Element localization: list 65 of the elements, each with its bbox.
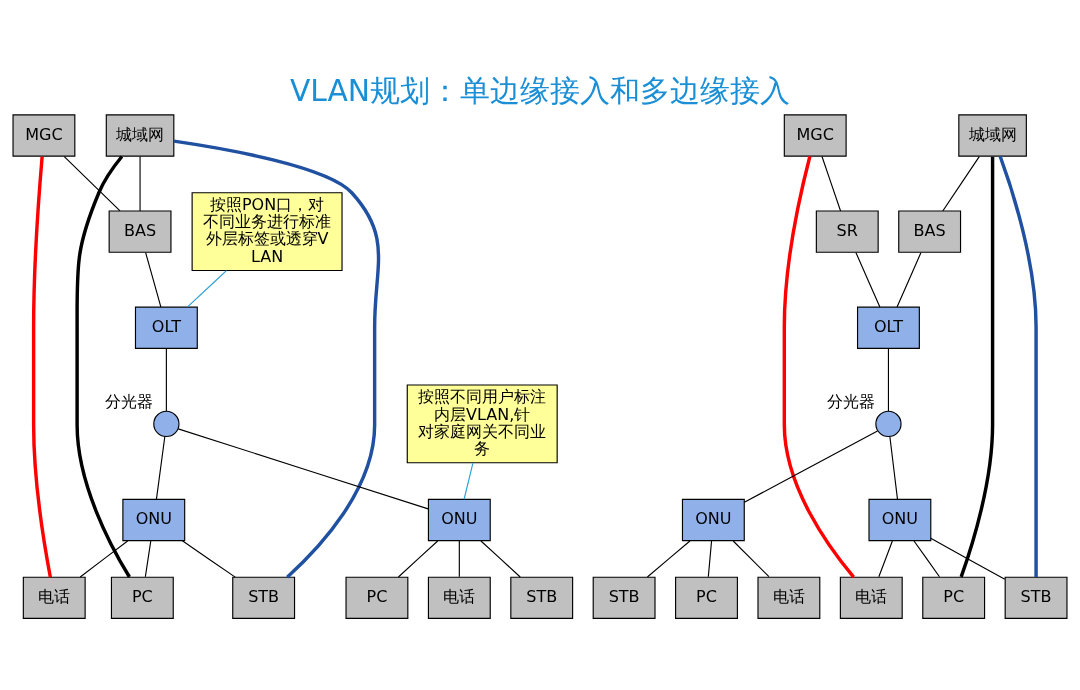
connector bbox=[646, 539, 691, 578]
connector bbox=[732, 539, 770, 577]
node-box: STB bbox=[510, 576, 574, 619]
node-box: BAS bbox=[898, 209, 962, 253]
connector bbox=[165, 347, 167, 412]
connector bbox=[144, 539, 152, 577]
connector bbox=[782, 155, 855, 578]
node-box: ONU bbox=[868, 498, 932, 541]
connector bbox=[177, 427, 429, 509]
connector bbox=[855, 251, 881, 308]
connector bbox=[181, 539, 236, 578]
diagram-title: VLAN规划：单边缘接入和多边缘接入 bbox=[289, 72, 791, 108]
node-box: STB bbox=[1004, 576, 1068, 619]
connector bbox=[743, 429, 879, 503]
connector bbox=[930, 537, 1006, 580]
node-box: STB bbox=[592, 576, 656, 619]
node-box: STB bbox=[232, 576, 296, 619]
node-box: ONU bbox=[122, 498, 186, 541]
connector bbox=[821, 155, 842, 211]
connector bbox=[145, 251, 162, 308]
connector bbox=[397, 539, 439, 578]
connector bbox=[458, 539, 460, 577]
connector bbox=[942, 155, 980, 211]
node-box: 按照不同用户标注内层VLAN,针对家庭网关不同业务 bbox=[406, 383, 558, 463]
node-box: ONU bbox=[427, 498, 491, 541]
connector bbox=[480, 539, 521, 578]
node-box: BAS bbox=[108, 209, 172, 253]
node-box: OLT bbox=[134, 306, 198, 349]
node-circle bbox=[153, 410, 180, 437]
connector bbox=[913, 539, 941, 577]
node-box: ONU bbox=[681, 498, 745, 541]
node-label: 分光器 bbox=[827, 391, 876, 411]
node-box: SR bbox=[815, 209, 879, 253]
node-box: PC bbox=[110, 576, 174, 619]
connector bbox=[187, 269, 227, 307]
connector bbox=[998, 155, 1038, 577]
node-box: PC bbox=[922, 576, 986, 619]
connector bbox=[173, 138, 381, 578]
node-box: 电话 bbox=[427, 576, 491, 619]
connector bbox=[887, 347, 890, 412]
node-box: OLT bbox=[856, 306, 920, 349]
connector bbox=[79, 539, 129, 578]
connector bbox=[707, 539, 713, 577]
node-box: MGC bbox=[12, 113, 76, 157]
connector bbox=[896, 251, 922, 308]
connector bbox=[75, 154, 131, 578]
connector bbox=[63, 155, 121, 211]
connector bbox=[155, 435, 166, 500]
connector bbox=[889, 435, 899, 500]
node-box: 电话 bbox=[22, 576, 86, 619]
node-box: 电话 bbox=[839, 576, 903, 619]
connector bbox=[878, 539, 893, 577]
node-box: 城域网 bbox=[958, 113, 1027, 157]
connector bbox=[139, 155, 141, 211]
connector bbox=[463, 462, 474, 500]
node-box: 按照PON口，对不同业务进行标准外层标签或透穿VLAN bbox=[191, 191, 343, 271]
node-box: PC bbox=[675, 576, 738, 619]
node-box: 城域网 bbox=[105, 113, 175, 157]
node-box: 电话 bbox=[757, 576, 821, 619]
node-box: MGC bbox=[783, 113, 847, 157]
connector bbox=[31, 155, 53, 577]
node-box: PC bbox=[345, 576, 409, 619]
node-label: 分光器 bbox=[105, 391, 154, 411]
node-circle bbox=[875, 410, 902, 437]
connector bbox=[959, 156, 995, 577]
